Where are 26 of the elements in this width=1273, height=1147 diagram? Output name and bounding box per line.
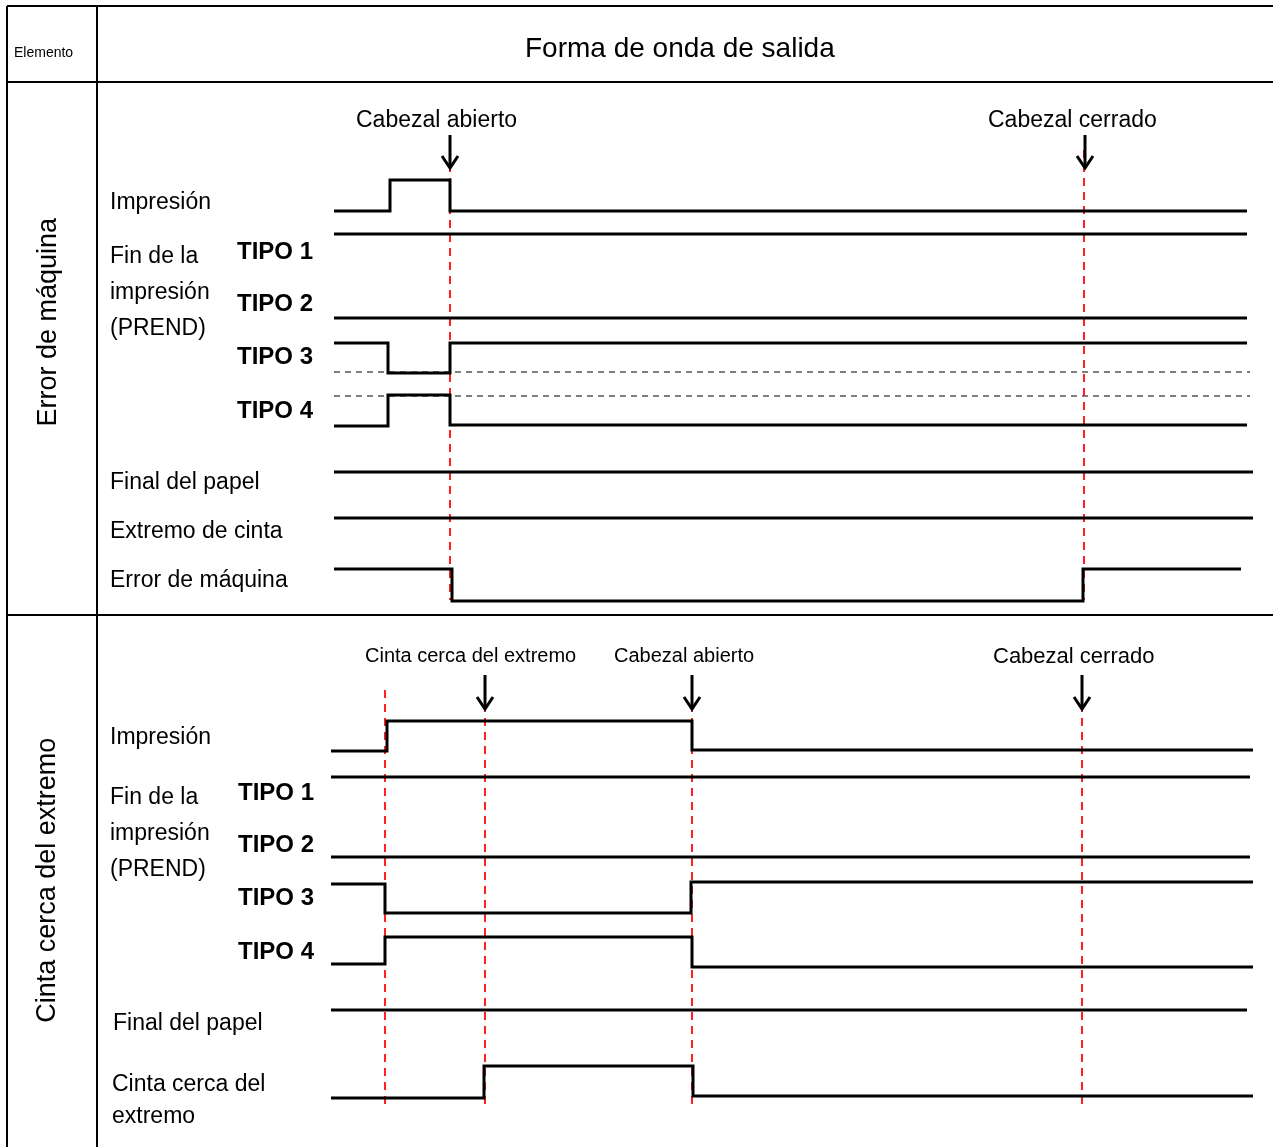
- type-label: TIPO 3: [238, 883, 315, 912]
- signal-label: Fin de la impresión (PREND): [110, 782, 211, 883]
- signal-label: Impresión: [110, 723, 211, 751]
- event-label: Cabezal abierto: [356, 106, 518, 134]
- type-label: TIPO 2: [237, 289, 314, 318]
- signal-label: Final del papel: [113, 1009, 263, 1037]
- column-header: Elemento: [14, 44, 74, 61]
- signal-label: Error de máquina: [110, 566, 288, 594]
- event-label: Cabezal abierto: [614, 643, 755, 667]
- event-label: Cinta cerca del extremo: [365, 643, 577, 667]
- type-label: TIPO 1: [237, 237, 314, 266]
- event-label: Cabezal cerrado: [988, 106, 1157, 134]
- event-label: Cabezal cerrado: [993, 643, 1155, 670]
- section-label: Error de máquina: [30, 217, 63, 427]
- type-label: TIPO 3: [237, 342, 314, 371]
- signal-label: Final del papel: [110, 468, 260, 496]
- signal-label: Fin de la impresión (PREND): [110, 241, 211, 342]
- type-label: TIPO 4: [237, 396, 314, 425]
- signal-label: Cinta cerca del extremo: [112, 1069, 267, 1130]
- type-label: TIPO 2: [238, 830, 315, 859]
- signal-label: Impresión: [110, 188, 211, 216]
- column-header: Forma de onda de salida: [525, 31, 835, 65]
- signal-label: Extremo de cinta: [110, 517, 283, 545]
- type-label: TIPO 4: [238, 937, 315, 966]
- section-label: Cinta cerca del extremo: [30, 737, 63, 1023]
- type-label: TIPO 1: [238, 778, 315, 807]
